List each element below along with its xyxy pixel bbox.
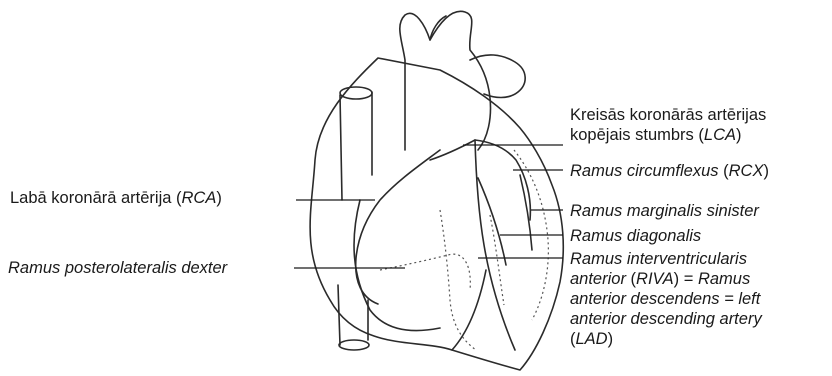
rd-label: Ramus diagonalis xyxy=(570,226,701,246)
rpld-label: Ramus posterolateralis dexter xyxy=(8,258,227,278)
rms-label: Ramus marginalis sinister xyxy=(570,201,759,221)
inferior-vena-cava-opening xyxy=(339,340,369,350)
rcx-label: Ramus circumflexus (RCX) xyxy=(570,161,769,181)
heart-outline xyxy=(310,58,563,370)
posterior-dotted-vessel xyxy=(440,210,476,350)
riva-abbr: RIVA xyxy=(636,270,674,288)
rca-vessel xyxy=(356,150,440,304)
diagonal-vessel xyxy=(478,178,506,265)
riva-label: Ramus interventricularis anterior (RIVA)… xyxy=(570,249,762,349)
rca-abbr: RCA xyxy=(182,189,217,207)
aorta xyxy=(400,11,491,150)
rcx-abbr: RCX xyxy=(729,162,764,180)
lad-abbr: LAD xyxy=(576,330,608,348)
rcx-vessel xyxy=(475,140,530,220)
lca-label: Kreisās koronārās artērijas kopējais stu… xyxy=(570,105,766,145)
superior-vena-cava xyxy=(340,92,372,200)
lca-abbr: LCA xyxy=(704,126,736,144)
lca-vessel xyxy=(430,140,475,160)
rca-label: Labā koronārā artērija (RCA) xyxy=(10,188,222,208)
posterolateral-dotted-vessel xyxy=(380,254,470,290)
heart-inner-contour-2 xyxy=(452,270,486,350)
